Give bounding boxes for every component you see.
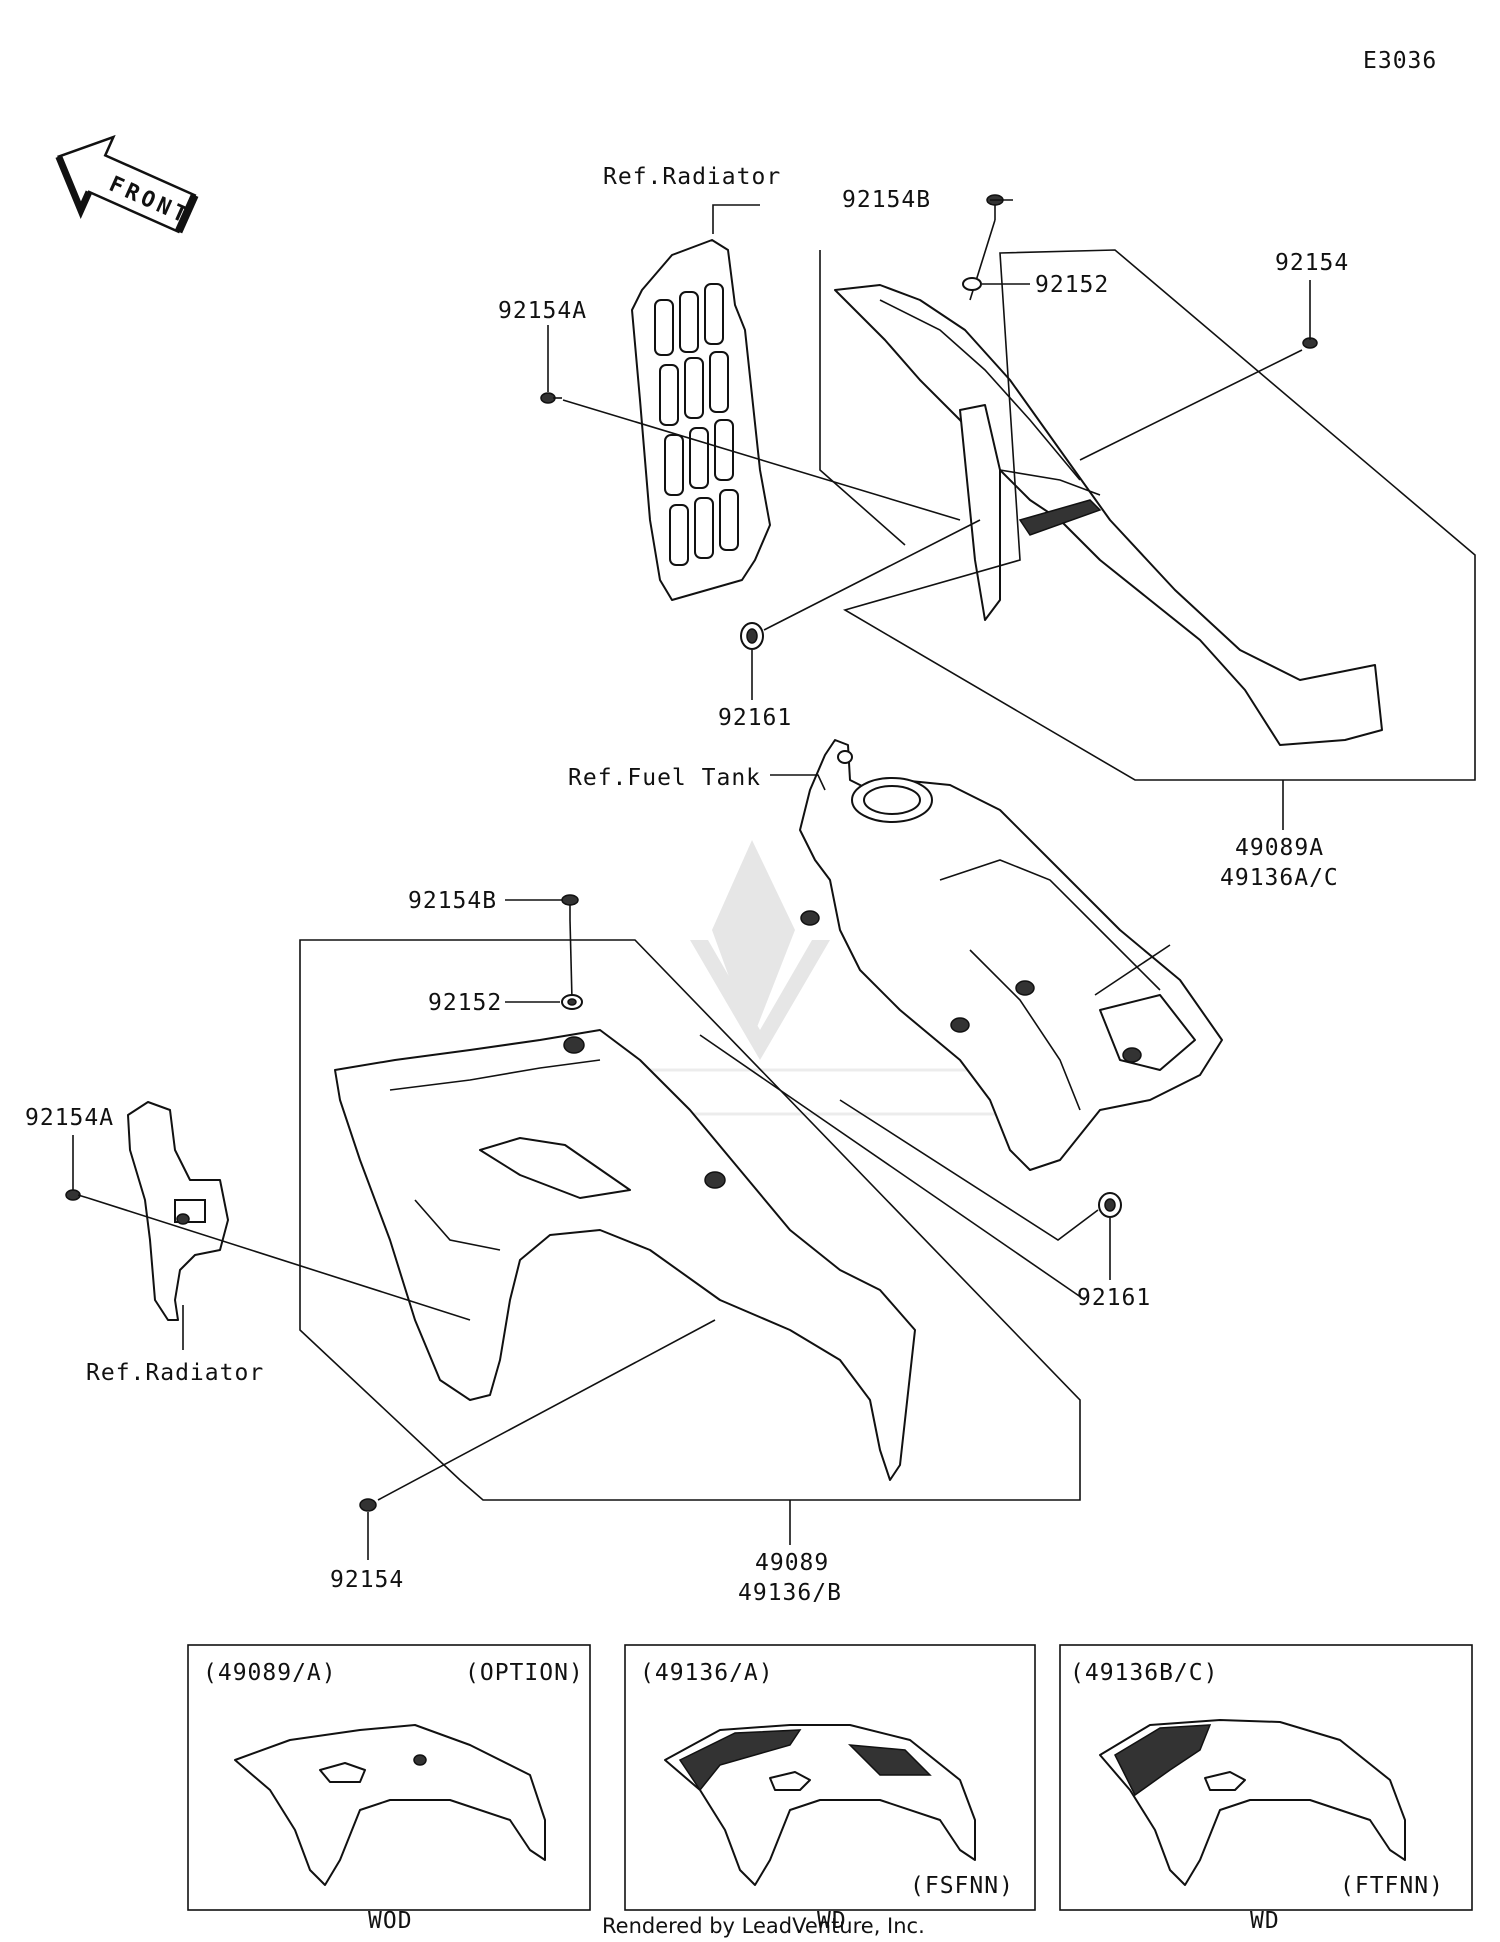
variant-3-code: (49136B/C) [1070,1660,1218,1686]
leader-ref-fuel-tank [770,774,826,791]
line-92154A-left [87,1197,471,1321]
shroud-left-bottom [334,1029,916,1481]
washer-92152-mid [561,994,583,1010]
variant-1-code: (49089/A) [203,1660,337,1686]
kit-bracket-top [819,249,1476,781]
label-92154-top: 92154 [1275,250,1349,276]
label-kit-top-2: 49136A/C [1220,865,1339,891]
label-92154B-top: 92154B [842,187,931,213]
variant-2-code: (49136/A) [640,1660,774,1686]
line-92161-top [763,519,981,631]
line-kit-bottom-upper [699,1034,1086,1301]
shroud-right-top [834,284,1383,746]
bolt-92154-bottom [359,1498,377,1512]
kit-bracket-bottom [299,939,1081,1501]
line-92154-bottom [377,1319,716,1501]
variant-3-color: WD [1250,1908,1280,1934]
bolt-92154B-top [986,194,1004,220]
label-92154-bottom: 92154 [330,1567,404,1593]
variant-2-tag: (FSFNN) [910,1873,1014,1899]
grommet-92161-mid [1098,1192,1122,1218]
line-tank-to-kit-top [1094,944,1171,996]
label-ref-fuel-tank: Ref.Fuel Tank [568,765,761,791]
variant-box-1: (49089/A) (OPTION) [187,1644,591,1911]
bolt-92154A-left [65,1189,89,1201]
label-92154B-mid: 92154B [408,888,497,914]
line-92154-top [1079,349,1303,461]
line-92154B-mid [569,919,573,1001]
bolt-92154A-top [540,392,562,404]
footer-credit: Rendered by LeadVenture, Inc. [602,1914,925,1938]
variant-1-tag: (OPTION) [465,1660,584,1686]
label-92152-mid: 92152 [428,990,502,1016]
grommet-92161-top [740,622,764,650]
leader-ref-radiator-top [712,204,760,234]
diagram-id: E3036 [1363,48,1437,74]
front-arrow-icon: FRONT [55,134,199,234]
variant-box-3: (49136B/C) (FTFNN) [1059,1644,1473,1911]
label-92161-mid: 92161 [1077,1285,1151,1311]
washer-92152-top [962,277,982,291]
variant-3-tag: (FTFNN) [1340,1873,1444,1899]
label-ref-radiator-left: Ref.Radiator [86,1360,264,1386]
variant-box-2: (49136/A) (FSFNN) [624,1644,1036,1911]
variant-2-color: WD [817,1908,847,1934]
label-92154A-top: 92154A [498,298,587,324]
label-kit-top-1: 49089A [1235,835,1324,861]
label-ref-radiator-top: Ref.Radiator [603,164,781,190]
label-92154A-left: 92154A [25,1105,114,1131]
label-kit-bottom-1: 49089 [755,1550,829,1576]
fuel-tank [799,739,1223,1171]
radiator-left [127,1101,229,1321]
line-92154A-top [562,399,961,521]
label-92161-top: 92161 [718,705,792,731]
line-92161-mid [839,1099,1099,1241]
radiator-top [631,239,771,601]
label-92152-top: 92152 [1035,272,1109,298]
label-kit-bottom-2: 49136/B [738,1580,842,1606]
variant-1-color: WOD [368,1908,413,1934]
bolt-92154B-mid [561,894,579,920]
